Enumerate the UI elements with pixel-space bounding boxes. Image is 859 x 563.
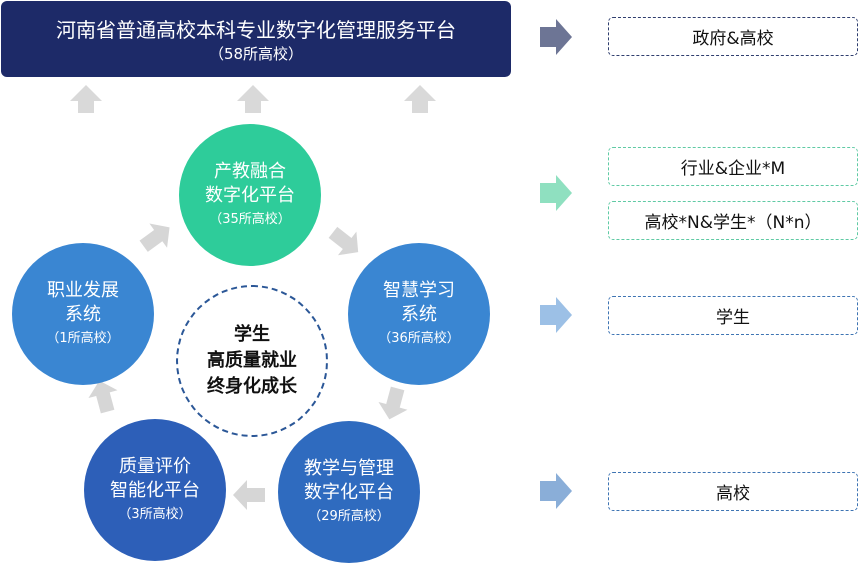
right-arrow-navy bbox=[540, 19, 572, 55]
node-count: （3所高校） bbox=[118, 507, 192, 522]
node-career-development: 职业发展 系统 （1所高校） bbox=[12, 243, 154, 385]
node-line1: 质量评价 bbox=[119, 456, 191, 477]
node-line1: 产教融合 bbox=[214, 161, 286, 182]
node-quality-evaluation: 质量评价 智能化平台 （3所高校） bbox=[84, 419, 226, 561]
target-school-student: 高校*N&学生*（N*n） bbox=[608, 201, 858, 240]
node-line1: 职业发展 bbox=[47, 280, 119, 301]
center-line3: 终身化成长 bbox=[207, 376, 297, 397]
target-school: 高校 bbox=[608, 472, 858, 511]
node-line1: 智慧学习 bbox=[383, 280, 455, 301]
node-line2: 系统 bbox=[401, 304, 437, 325]
cycle-arrow-4 bbox=[88, 380, 118, 414]
node-line2: 系统 bbox=[65, 304, 101, 325]
node-line2: 数字化平台 bbox=[304, 482, 394, 503]
right-arrow-blue bbox=[540, 473, 572, 509]
node-industry-education: 产教融合 数字化平台 （35所高校） bbox=[179, 124, 321, 266]
center-line2: 高质量就业 bbox=[207, 350, 297, 371]
right-arrow-lightblue bbox=[540, 297, 572, 333]
node-teaching-management: 教学与管理 数字化平台 （29所高校） bbox=[278, 421, 420, 563]
node-count: （1所高校） bbox=[46, 331, 120, 346]
cycle-arrow-3 bbox=[233, 480, 265, 510]
right-arrow-green bbox=[540, 175, 572, 211]
node-count: （29所高校） bbox=[308, 509, 390, 524]
node-line1: 教学与管理 bbox=[304, 458, 394, 479]
up-arrow-left bbox=[70, 85, 102, 113]
center-student-goal: 学生 高质量就业 终身化成长 bbox=[176, 285, 328, 437]
up-arrow-right bbox=[404, 85, 436, 113]
cycle-arrow-2 bbox=[378, 386, 408, 420]
target-industry: 行业&企业*M bbox=[608, 147, 858, 186]
node-count: （35所高校） bbox=[209, 212, 291, 227]
node-line2: 智能化平台 bbox=[110, 480, 200, 501]
banner-count: （58所高校） bbox=[208, 45, 304, 63]
cycle-arrow-1 bbox=[328, 226, 359, 256]
node-line2: 数字化平台 bbox=[205, 185, 295, 206]
up-arrow-middle bbox=[237, 85, 269, 113]
platform-banner: 河南省普通高校本科专业数字化管理服务平台 （58所高校） bbox=[1, 1, 511, 77]
target-gov-school: 政府&高校 bbox=[608, 17, 858, 56]
target-student: 学生 bbox=[608, 296, 858, 335]
cycle-arrow-5 bbox=[139, 223, 170, 252]
center-line1: 学生 bbox=[234, 324, 270, 345]
node-count: （36所高校） bbox=[378, 331, 460, 346]
node-smart-learning: 智慧学习 系统 （36所高校） bbox=[348, 243, 490, 385]
banner-title: 河南省普通高校本科专业数字化管理服务平台 bbox=[56, 18, 456, 42]
